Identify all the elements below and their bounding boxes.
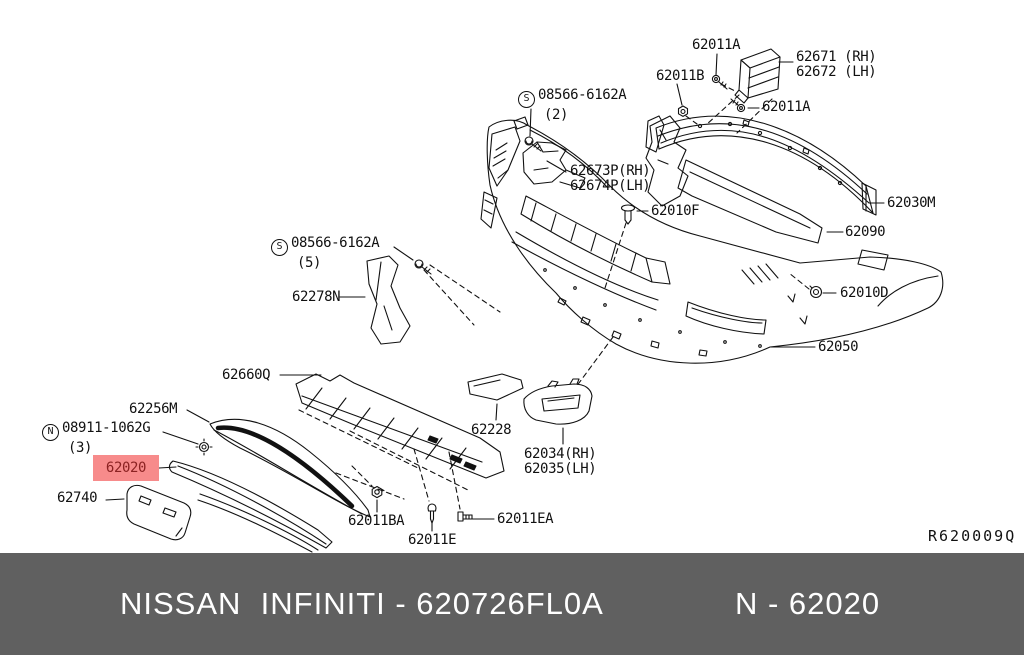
callout-62020[interactable]: 62020 [93,455,159,481]
footer-bar: NISSAN INFINITI - 620726FL0A N - 62020 [0,553,1024,655]
part-62034-fog-finisher [524,379,592,424]
callout-62034-62035[interactable]: 62034(RH) 62035(LH) [524,446,597,477]
callout-text: 08566-6162A [538,87,627,103]
part-62740-license-bracket [127,485,191,539]
callout-text: 62011A [762,99,811,115]
callout-62011EA[interactable]: 62011EA [497,511,554,527]
callout-text: 62011B [656,68,705,84]
callout-62740[interactable]: 62740 [57,490,98,506]
callout-text: 62740 [57,490,98,506]
callout-62278N[interactable]: 62278N [292,289,341,305]
part-62660q-lower-grille [296,374,504,478]
part-62030m-reinforcement [646,116,876,215]
callout-62228[interactable]: 62228 [471,422,512,438]
fastener-62011a-top-bolt [712,75,727,89]
callout-text: 62660Q [222,367,271,383]
callout-qty: (5) [297,255,322,271]
callout-62011A-top[interactable]: 62011A [692,37,741,53]
part-62278n-strip [367,256,410,344]
fastener-n-nut [196,439,212,455]
callout-text: 62090 [845,224,886,240]
callout-text: 62050 [818,339,859,355]
callout-62030M[interactable]: 62030M [887,195,936,211]
callout-qty: (3) [68,440,93,456]
footer-brand-text: NISSAN INFINITI - 620726FL0A [120,586,604,621]
callout-text: 62034(RH) 62035(LH) [524,446,597,477]
part-62671-stay-bracket [735,49,780,103]
callout-62256M[interactable]: 62256M [129,401,178,417]
fastener-62011ea-bolt [458,512,472,521]
callout-text: 62020 [105,460,147,476]
callout-text: 62030M [887,195,936,211]
circle-n-symbol: N [42,424,59,441]
fastener-62010f-clip [622,205,635,224]
callout-62011E[interactable]: 62011E [408,532,457,548]
callout-62050[interactable]: 62050 [818,339,859,355]
callout-text: 62010F [651,203,700,219]
part-62020-molding [169,461,332,552]
callout-text: R620009Q [928,527,1017,545]
fastener-62010d-grommet [810,286,822,298]
callout-62010D[interactable]: 62010D [840,285,889,301]
part-62228-bracket [468,374,523,400]
fastener-62011b-nut [679,106,688,116]
callout-62673P-62674P[interactable]: 62673P(RH) 62674P(LH) [570,163,651,194]
leader-lines [106,54,884,531]
callout-text: 62010D [840,285,889,301]
callout-text: 62011E [408,532,457,548]
part-62090-absorber [646,116,822,243]
callout-62010F[interactable]: 62010F [651,203,700,219]
callout-text: 62011BA [348,513,405,529]
callout-62660Q[interactable]: 62660Q [222,367,271,383]
footer-part-number: N - 62020 [735,586,881,621]
callout-62011A-mid[interactable]: 62011A [762,99,811,115]
circle-s-symbol: S [518,91,535,108]
diagram-artwork [0,0,1024,553]
fastener-s-screw-2 [525,137,541,151]
fastener-62011ba-nut [372,487,384,498]
part-62256m-molding [210,419,370,517]
fastener-62011e-screw [428,504,436,523]
circle-s-symbol: S [271,239,288,256]
callout-text: 62278N [292,289,341,305]
part-62050-fascia [481,117,943,363]
callout-text: 62011A [692,37,741,53]
diagram-stage: 62011A 62671 (RH) 62672 (LH) 62011B 62011A S… [0,0,1024,553]
fastener-s-screw-5 [415,260,431,274]
callout-text: 62671 (RH) 62672 (LH) [796,49,877,80]
dashed-lines [299,84,809,509]
callout-qty: (2) [544,107,569,123]
callout-62011B[interactable]: 62011B [656,68,705,84]
callout-62090[interactable]: 62090 [845,224,886,240]
callout-text: 62256M [129,401,178,417]
callout-text: 08566-6162A [291,235,380,251]
part-62673p-bracket [523,142,585,188]
callout-text: 62011EA [497,511,554,527]
callout-text: 08911-1062G [62,420,151,436]
callout-text: 62673P(RH) 62674P(LH) [570,163,651,194]
fastener-62011a-mid-bolt [731,99,745,112]
callout-ref: R620009Q [928,529,1016,544]
callout-62011BA[interactable]: 62011BA [348,513,405,529]
callout-62671-62672[interactable]: 62671 (RH) 62672 (LH) [796,49,877,80]
callout-text: 62228 [471,422,512,438]
